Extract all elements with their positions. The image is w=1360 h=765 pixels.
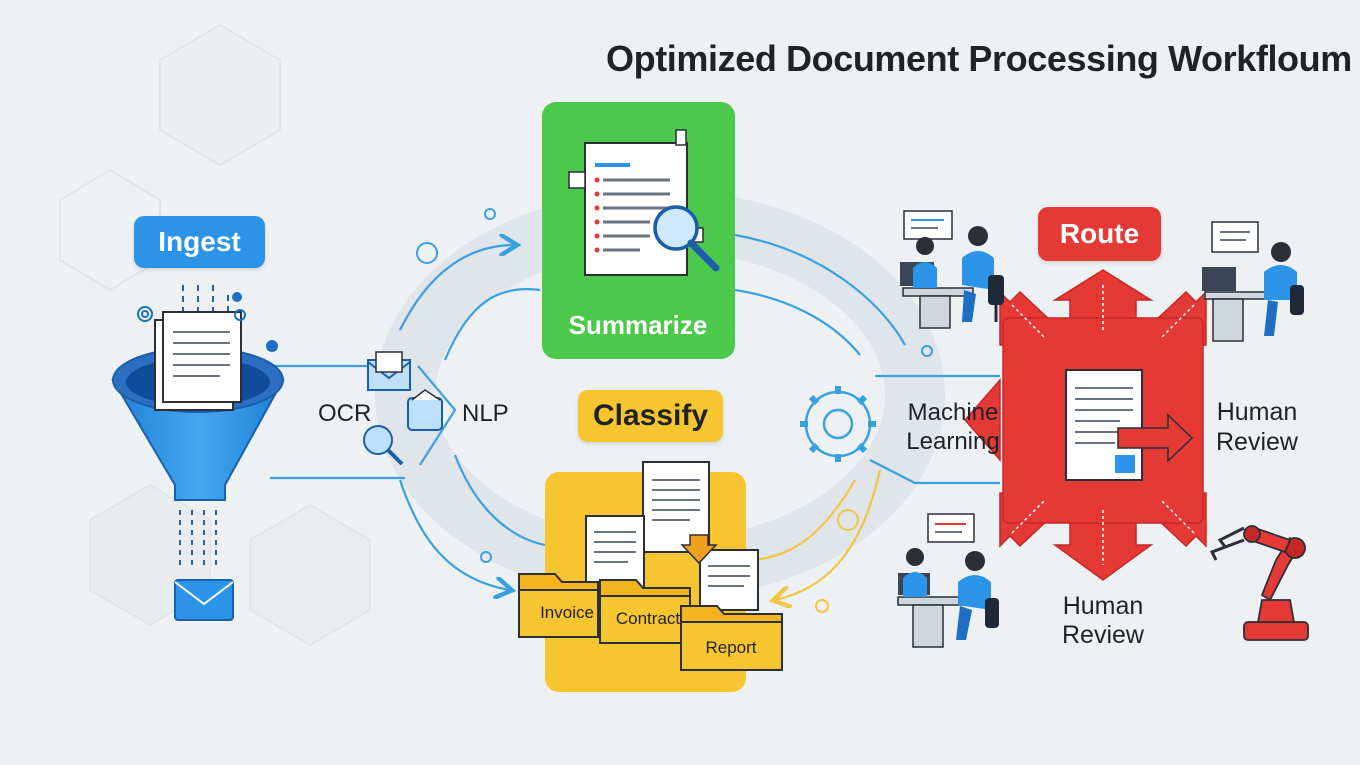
method-label-ml-line1: Machine [907, 399, 999, 426]
summarize-label: Summarize [569, 310, 708, 340]
flow-lines [270, 233, 1000, 590]
ingest-funnel-group [111, 285, 285, 621]
robot-arm-icon [1209, 525, 1309, 641]
stage-pill-classify: Classify [578, 390, 723, 442]
envelope-icon [367, 351, 411, 391]
method-label-ml-line2: Learning [906, 428, 1000, 455]
document-icon [568, 129, 704, 276]
person-at-desk-icon [1202, 221, 1304, 342]
gear-icon [800, 386, 876, 462]
folder-icon [518, 573, 599, 638]
folder-label-invoice: Invoice [540, 603, 594, 622]
folder-label-contract: Contract [616, 609, 681, 628]
route-right-target-line2: Review [1216, 428, 1299, 456]
document-icon [407, 389, 443, 431]
folder-label-report: Report [705, 638, 756, 657]
route-dashes [1011, 285, 1195, 565]
decorative-dots [416, 208, 933, 563]
route-right-target-line1: Human [1217, 398, 1298, 426]
route-bottom-target-line2: Review [1062, 621, 1145, 649]
page-title: Optimized Document Processing Workfloum [606, 38, 1352, 79]
decorative-dots-yellow [815, 509, 859, 613]
person-at-desk-icon [900, 210, 1004, 329]
stage-pill-ingest: Ingest [134, 216, 265, 268]
document-icon [154, 311, 242, 411]
envelope-icon [174, 579, 234, 621]
folder-icon [599, 579, 691, 644]
summarize-card: Summarize [542, 102, 735, 359]
route-forward-arrow [1117, 413, 1194, 463]
route-bottom-target-line1: Human [1063, 592, 1144, 620]
flow-yellow [754, 469, 882, 600]
stage-pill-route: Route [1038, 207, 1161, 261]
document-icon [1065, 369, 1143, 481]
magnifier-icon [363, 425, 404, 466]
folder-icon [680, 605, 783, 671]
classify-card: Invoice Contract Report [518, 461, 783, 692]
method-label-ocr: OCR [318, 400, 372, 427]
method-label-nlp: NLP [462, 400, 509, 427]
magnifier-icon [653, 205, 720, 272]
gear-icon [137, 306, 246, 322]
person-at-desk-icon [897, 513, 999, 648]
ocr-nlp-icons [363, 351, 443, 466]
method-label-ml: Machine Learning [898, 398, 1008, 456]
